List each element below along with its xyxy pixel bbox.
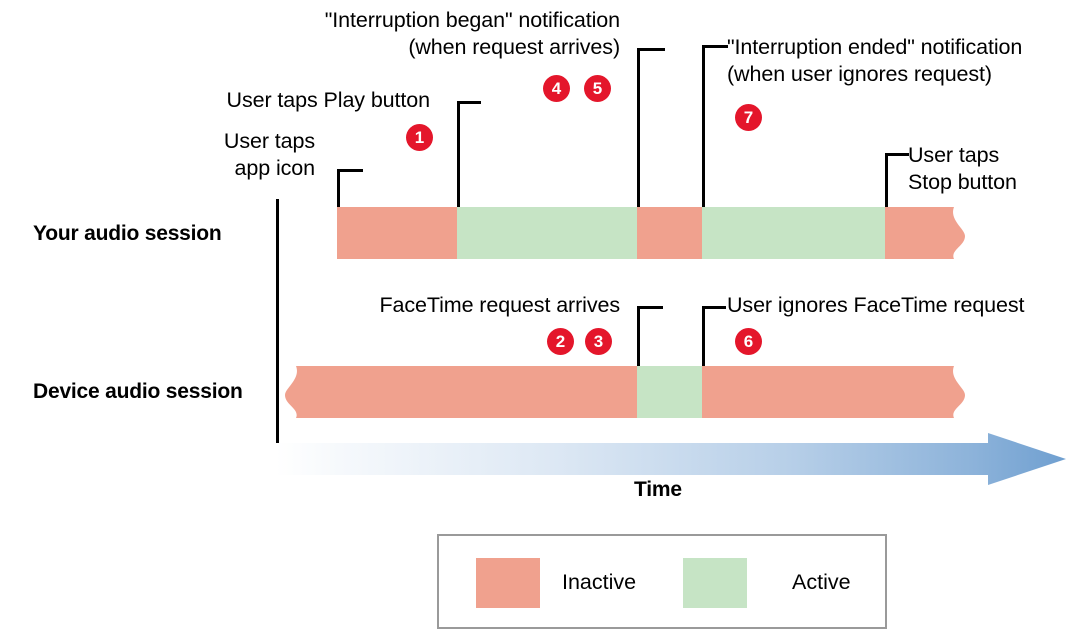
segment-top-1 bbox=[337, 207, 457, 259]
timeline-bar-bottom-svg bbox=[285, 366, 965, 418]
annotation-interruption-ended-line2: (when user ignores request) bbox=[727, 62, 992, 86]
annotation-interruption-began-line2: (when request arrives) bbox=[408, 35, 620, 59]
annotation-interruption-began-line1: "Interruption began" notification bbox=[324, 8, 620, 32]
annotation-interruption-ended-line1: "Interruption ended" notification bbox=[727, 35, 1023, 59]
segment-bottom-3-ragged bbox=[702, 366, 965, 418]
badge-4: 4 bbox=[543, 75, 570, 102]
time-axis-label: Time bbox=[634, 478, 682, 501]
leader-facetime-request bbox=[637, 306, 663, 366]
legend-swatch-inactive bbox=[476, 558, 540, 608]
leader-app-icon bbox=[337, 169, 363, 208]
segment-bottom-2 bbox=[637, 366, 702, 418]
time-arrow-svg bbox=[276, 433, 1066, 485]
legend-label-active: Active bbox=[792, 570, 851, 594]
timeline-bar-top-svg bbox=[337, 207, 965, 259]
annotation-facetime-request: FaceTime request arrives bbox=[379, 293, 620, 317]
badge-3: 3 bbox=[585, 328, 612, 355]
annotation-stop-button-line1: User taps bbox=[908, 143, 1000, 167]
annotation-app-icon-line2: app icon bbox=[234, 156, 316, 180]
segment-top-2 bbox=[457, 207, 637, 259]
time-arrow bbox=[276, 433, 1066, 485]
segment-bottom-1-ragged bbox=[285, 366, 637, 418]
leader-interruption-began bbox=[637, 48, 665, 208]
segment-top-3 bbox=[637, 207, 702, 259]
annotation-ignores-request: User ignores FaceTime request bbox=[727, 293, 1025, 317]
badge-5: 5 bbox=[584, 75, 611, 102]
annotation-play-button: User taps Play button bbox=[226, 88, 431, 112]
badge-7: 7 bbox=[735, 104, 762, 131]
segment-top-4 bbox=[702, 207, 885, 259]
annotation-stop-button-line2: Stop button bbox=[908, 170, 1017, 194]
row-label-your-audio-session: Your audio session bbox=[33, 222, 222, 245]
leader-stop-button bbox=[885, 153, 909, 208]
badge-2: 2 bbox=[547, 328, 574, 355]
leader-interruption-ended bbox=[702, 45, 728, 208]
segment-top-5-ragged bbox=[885, 207, 965, 259]
timeline-bar-device-audio-session bbox=[284, 366, 984, 418]
badge-6: 6 bbox=[735, 328, 762, 355]
legend-label-inactive: Inactive bbox=[562, 570, 637, 594]
legend-swatch-active bbox=[683, 558, 747, 608]
time-arrow-shape bbox=[276, 433, 1066, 485]
legend: Inactive Active bbox=[437, 534, 887, 629]
vertical-axis bbox=[276, 199, 279, 475]
row-label-device-audio-session: Device audio session bbox=[33, 380, 243, 403]
leader-ignores-request bbox=[702, 306, 726, 366]
leader-play-button bbox=[457, 101, 481, 208]
annotation-app-icon-line1: User taps bbox=[223, 129, 315, 153]
badge-1: 1 bbox=[406, 124, 433, 151]
timeline-bar-your-audio-session bbox=[337, 207, 977, 259]
